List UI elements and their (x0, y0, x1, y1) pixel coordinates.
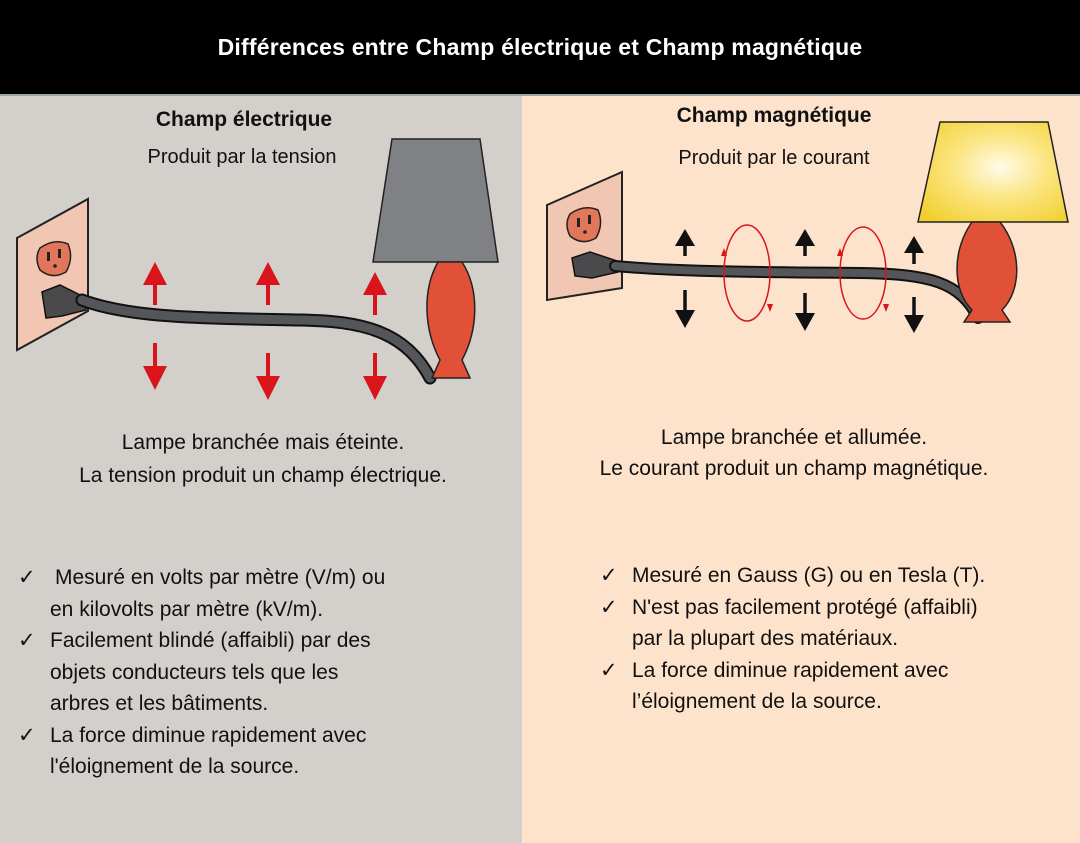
lamp-on-icon (917, 121, 1069, 323)
electric-field-panel: Champ électrique Produit par la tension (0, 96, 522, 843)
check-icon: ✓ (18, 566, 36, 589)
check-icon: ✓ (600, 564, 618, 587)
check-icon: ✓ (18, 629, 36, 652)
header-bar: Différences entre Champ électrique et Ch… (0, 0, 1080, 96)
list-item: ✓ N'est pas facilement protégé (affaibli… (600, 592, 985, 655)
electric-illustration (16, 138, 499, 400)
magnetic-subtitle: Produit par le courant (678, 147, 870, 169)
arrow-up-icon (904, 236, 924, 264)
bullet-text: l'éloignement de la source. (50, 755, 300, 778)
electric-bullet-list: ✓ Mesuré en volts par mètre (V/m) ou en k… (18, 562, 385, 783)
bullet-text: Mesuré en volts par mètre (V/m) ou (55, 566, 386, 589)
magnetic-title: Champ magnétique (676, 104, 872, 127)
bullet-text: Facilement blindé (affaibli) par des (50, 629, 371, 652)
bullet-text: en kilovolts par mètre (kV/m). (50, 597, 324, 621)
arrow-up-icon (675, 229, 695, 256)
electric-caption: Lampe branchée mais éteinte. La tension … (79, 426, 447, 492)
electric-title: Champ électrique (155, 108, 333, 131)
wall-outlet-icon (16, 197, 89, 352)
magnetic-cable-icon (571, 251, 984, 324)
magnetic-loops-icon (721, 224, 889, 322)
caption-line: Le courant produit un champ magnétique. (599, 457, 989, 480)
arrow-down-icon (675, 290, 695, 328)
electric-field-arrows-icon (143, 262, 387, 400)
list-item: ✓ La force diminue rapidement avec l'éloi… (18, 720, 385, 783)
bullet-text: objets conducteurs tels que les (50, 660, 339, 684)
magnetic-bullet-list: ✓ Mesuré en Gauss (G) ou en Tesla (T). ✓… (600, 560, 985, 718)
bullet-text: N'est pas facilement protégé (affaibli) (632, 595, 978, 619)
list-item: ✓ Mesuré en volts par mètre (V/m) ou en k… (18, 562, 385, 625)
list-item: ✓ Facilement blindé (affaibli) par des ob… (18, 625, 385, 720)
arrow-down-icon (363, 353, 387, 400)
check-icon: ✓ (18, 723, 36, 747)
page-title: Différences entre Champ électrique et Ch… (217, 33, 863, 60)
magnetic-loop (723, 224, 771, 322)
arrow-up-icon (256, 262, 280, 305)
list-item: ✓ La force diminue rapidement avec l’éloi… (600, 655, 985, 718)
bullet-text: Mesuré en Gauss (G) ou en Tesla (T). (632, 564, 986, 587)
bullet-text: La force diminue rapidement avec (50, 723, 367, 747)
magnetic-illustration (546, 121, 1069, 333)
caption-line: Lampe branchée mais éteinte. (121, 431, 405, 454)
bullet-text: arbres et les bâtiments. (50, 692, 269, 715)
bullet-text: l’éloignement de la source. (632, 690, 882, 713)
magnetic-field-arrows-icon (675, 229, 924, 333)
bullet-text: La force diminue rapidement avec (632, 658, 949, 682)
caption-line: Lampe branchée et allumée. (660, 426, 928, 449)
caption-line: La tension produit un champ électrique. (79, 464, 447, 487)
arrow-down-icon (143, 343, 167, 390)
arrow-down-icon (904, 297, 924, 333)
magnetic-caption: Lampe branchée et allumée. Le courant pr… (600, 422, 989, 484)
arrow-up-icon (363, 272, 387, 315)
magnetic-field-panel: Champ magnétique Produit par le courant (522, 96, 1080, 843)
wall-outlet-icon (546, 170, 623, 302)
arrow-down-icon (795, 293, 815, 331)
lamp-off-icon (372, 138, 499, 379)
electric-subtitle: Produit par la tension (147, 146, 337, 168)
arrow-down-icon (256, 353, 280, 400)
arrow-up-icon (143, 262, 167, 305)
check-icon: ✓ (600, 658, 618, 682)
check-icon: ✓ (600, 595, 618, 619)
magnetic-loop (839, 226, 887, 320)
arrow-up-icon (795, 229, 815, 256)
bullet-text: par la plupart des matériaux. (632, 627, 899, 650)
list-item: ✓ Mesuré en Gauss (G) ou en Tesla (T). (600, 560, 985, 592)
electric-cable-icon (41, 284, 437, 385)
